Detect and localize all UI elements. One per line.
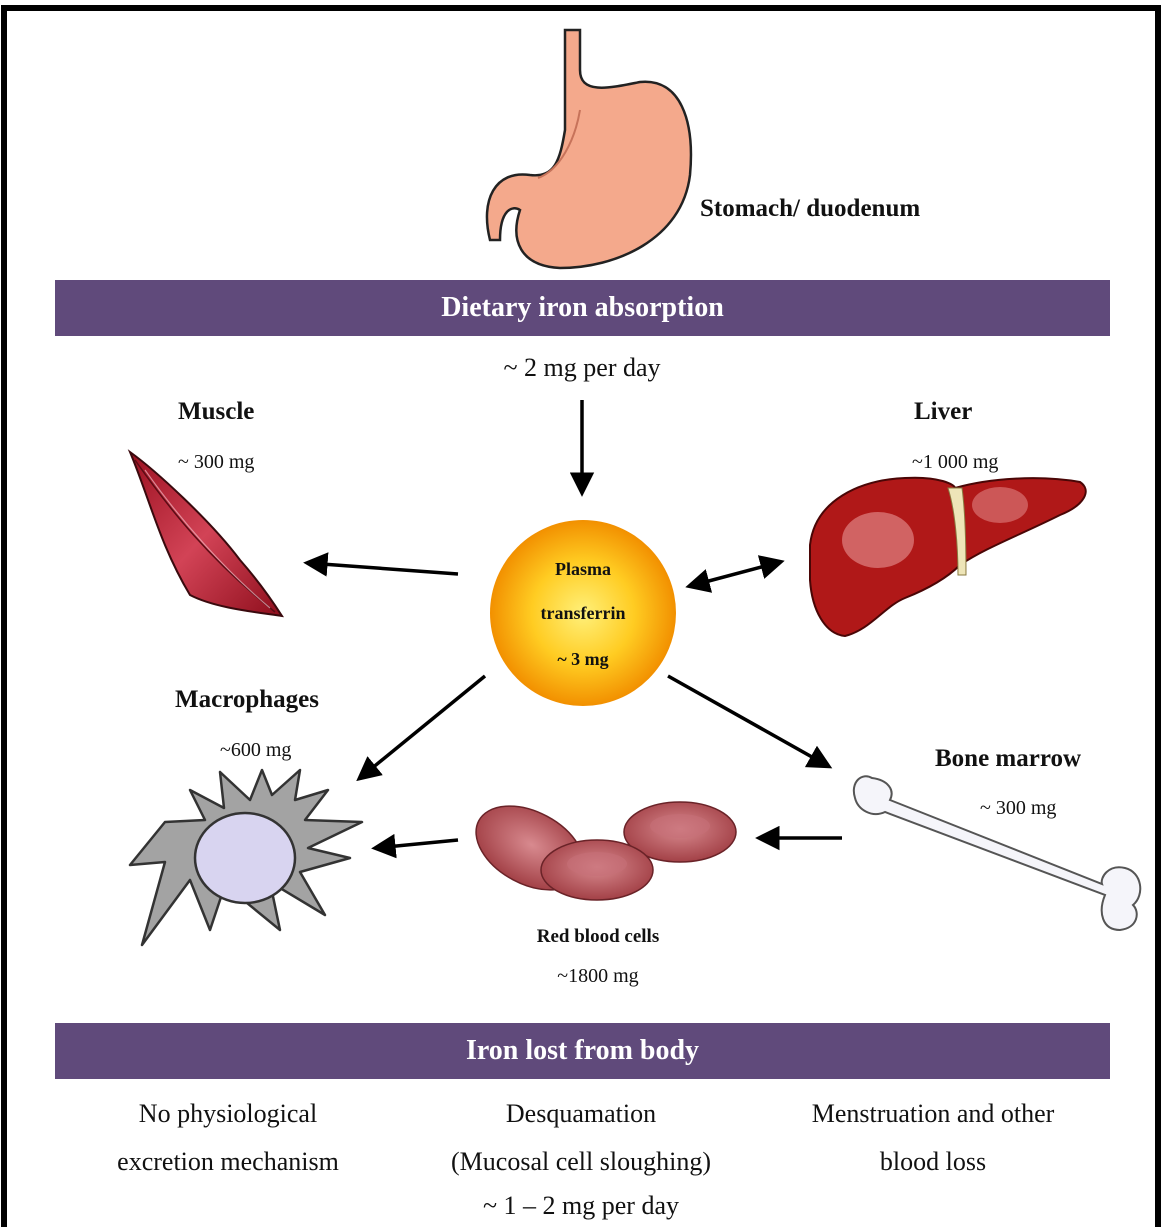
loss-col3-line2: blood loss <box>812 1138 1055 1186</box>
loss-col2-line3: ~ 1 – 2 mg per day <box>451 1186 711 1226</box>
rbc-label: Red blood cells <box>537 926 659 948</box>
macrophages-label: Macrophages <box>175 686 319 714</box>
rbc-amount: ~1800 mg <box>557 965 638 988</box>
loss-column-desquamation: Desquamation (Mucosal cell sloughing) ~ … <box>451 1090 711 1226</box>
muscle-icon <box>130 452 282 616</box>
red-blood-cells-icon <box>462 789 736 907</box>
loss-column-excretion: No physiological excretion mechanism <box>117 1090 339 1186</box>
macrophages-amount: ~600 mg <box>220 739 291 762</box>
absorption-amount: ~ 2 mg per day <box>503 353 660 383</box>
bone-marrow-label: Bone marrow <box>935 745 1081 773</box>
loss-col3-line1: Menstruation and other <box>812 1090 1055 1138</box>
plasma-label-2: transferrin <box>541 603 626 624</box>
arrow-plasma-liver <box>690 562 780 586</box>
loss-col1-line2: excretion mechanism <box>117 1138 339 1186</box>
macrophage-nucleus <box>195 813 295 903</box>
loss-col1-line1: No physiological <box>117 1090 339 1138</box>
bone-marrow-amount: ~ 300 mg <box>980 797 1056 820</box>
plasma-label-1: Plasma <box>555 559 611 580</box>
liver-icon <box>810 478 1086 636</box>
stomach-icon <box>487 30 691 268</box>
loss-column-menstruation: Menstruation and other blood loss <box>812 1090 1055 1186</box>
liver-label: Liver <box>914 398 972 426</box>
muscle-amount: ~ 300 mg <box>178 451 254 474</box>
stomach-label: Stomach/ duodenum <box>700 195 920 223</box>
muscle-label: Muscle <box>178 398 254 426</box>
liver-amount: ~1 000 mg <box>912 451 998 474</box>
dietary-absorption-banner: Dietary iron absorption <box>55 280 1110 336</box>
arrow-plasma-to-macrophages <box>360 676 485 778</box>
loss-col2-line2: (Mucosal cell sloughing) <box>451 1138 711 1186</box>
arrow-plasma-to-muscle <box>308 563 458 574</box>
arrow-rbc-to-macrophages <box>376 840 458 848</box>
iron-lost-banner: Iron lost from body <box>55 1023 1110 1079</box>
arrow-plasma-to-bone-marrow <box>668 676 828 766</box>
loss-col2-line1: Desquamation <box>451 1090 711 1138</box>
macrophage-icon <box>130 770 362 945</box>
plasma-amount: ~ 3 mg <box>557 649 608 670</box>
